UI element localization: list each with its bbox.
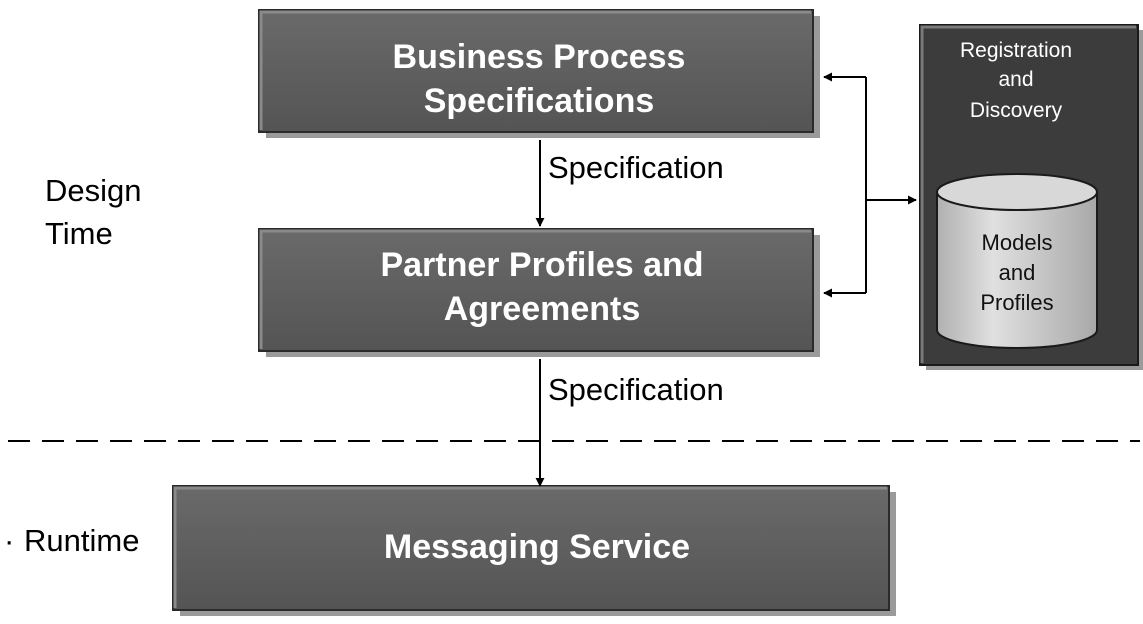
business-process-title-line1: Business Process [393,38,686,76]
registry-connector [823,72,917,298]
business-process-box-body [258,9,814,133]
design-time-label-line2: Time [45,216,113,251]
partner-profiles-box-bevel [259,229,811,349]
messaging-service-title: Messaging Service [384,528,690,566]
messaging-service-box-bevel [173,486,887,608]
flow-label-specification-2: Specification [548,372,724,407]
business-process-box: Business Process Specifications [258,9,820,138]
registry-title-line3: Discovery [970,99,1063,122]
partner-profiles-title-line1: Partner Profiles and [380,246,703,284]
runtime-label: Runtime [24,523,139,558]
cylinder-label-line2: and [999,260,1036,285]
cylinder-top [936,173,1098,211]
models-profiles-cylinder: Models and Profiles [936,173,1098,349]
business-process-title-line2: Specifications [424,82,655,120]
business-process-box-bevel [259,10,811,130]
partner-profiles-box-body [258,228,814,352]
registry-title-line1: Registration [960,39,1072,62]
registry-panel-bevel [920,25,1136,363]
registry-title-line2: and [998,68,1033,91]
cylinder-label-line3: Profiles [980,290,1053,315]
flow-label-specification-1: Specification [548,150,724,185]
partner-profiles-box: Partner Profiles and Agreements [258,228,820,357]
cylinder-body [936,191,1098,349]
registry-panel: Registration and Discovery Models and Pr… [919,24,1143,370]
cylinder-label-line1: Models [982,230,1053,255]
messaging-service-box-body [172,485,890,611]
runtime-bullet: · [4,523,14,558]
messaging-service-box: Messaging Service [172,485,896,616]
design-time-label-line1: Design [45,173,142,208]
partner-profiles-title-line2: Agreements [444,290,641,328]
